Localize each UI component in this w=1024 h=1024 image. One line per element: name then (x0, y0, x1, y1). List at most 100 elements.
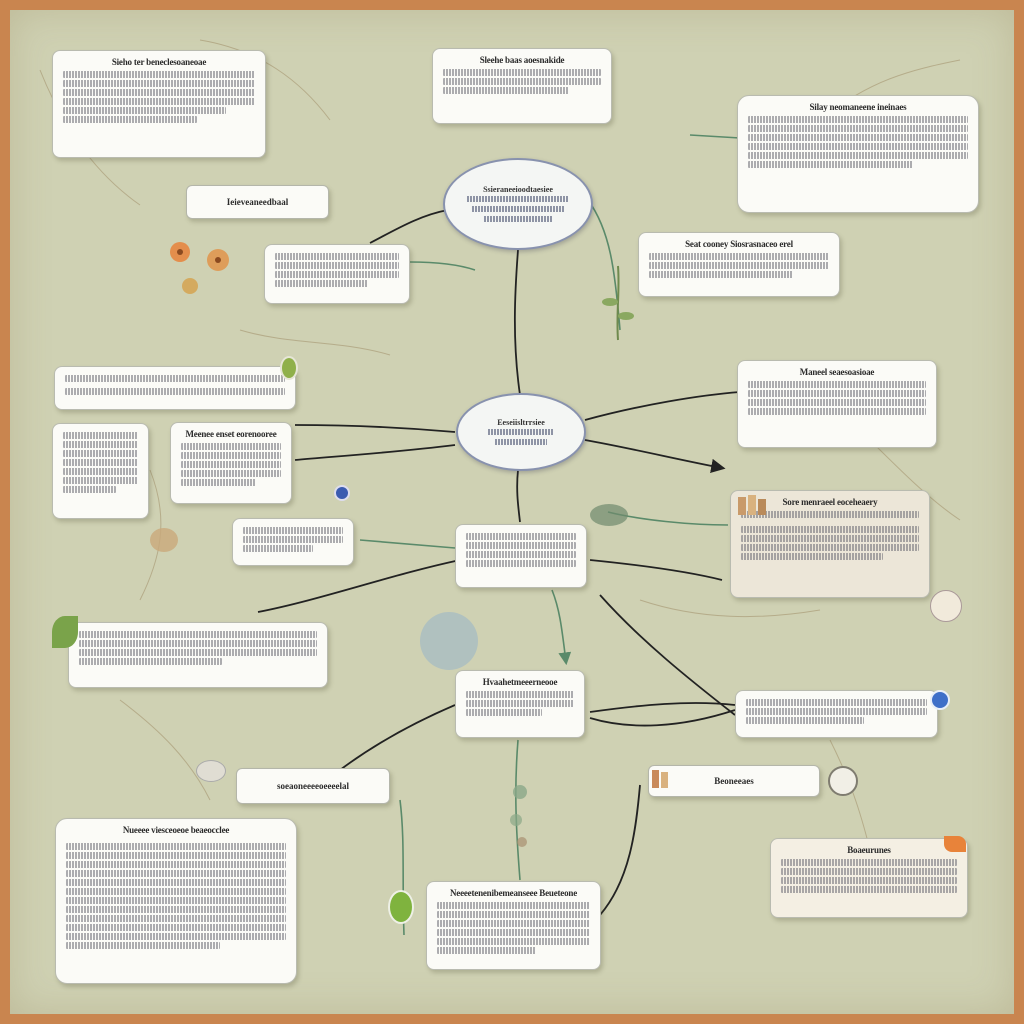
text-line (748, 408, 926, 415)
card-right-mid[interactable]: Maneel seaesoasioae (737, 360, 937, 448)
sketch-line (119, 699, 211, 801)
card-right-brown[interactable]: Sore menraeel eoceheaery (730, 490, 930, 598)
plant-icon (602, 265, 634, 341)
card-top-right[interactable]: Silay neomaneene ineinaes (737, 95, 979, 213)
card-left-small-a[interactable] (52, 423, 149, 519)
card-center[interactable] (455, 524, 587, 588)
text-line (63, 107, 227, 114)
card-title: Nueeee viesceoeoe beaeocclee (122, 825, 230, 835)
text-line (243, 536, 343, 543)
connector (409, 261, 476, 271)
tag-upper-left[interactable]: Ieieveaneedbaal (186, 185, 329, 219)
text-line (63, 89, 255, 96)
hub-center[interactable]: Eeseiisltrrsiee (456, 393, 586, 471)
text-line (466, 533, 576, 540)
text-line (66, 879, 286, 886)
text-line (63, 98, 255, 105)
card-bottom-left[interactable]: Nueeee viesceoeoe beaeocclee (55, 818, 297, 984)
flowers-icon (170, 242, 229, 294)
text-line (181, 452, 281, 459)
connector (599, 594, 736, 716)
text-line (63, 432, 138, 439)
text-line (748, 390, 926, 397)
connector (339, 704, 456, 771)
text-line (443, 78, 601, 85)
connector (599, 784, 641, 916)
connector (359, 539, 456, 549)
text-line (443, 69, 601, 76)
sketch-line (639, 599, 821, 618)
text-line (66, 843, 286, 850)
text-line (748, 161, 913, 168)
connector (513, 249, 521, 396)
text-line (66, 861, 286, 868)
text-line (79, 649, 317, 656)
seed-icon (930, 590, 962, 622)
text-line (649, 262, 829, 269)
card-title: Meenee enset eorenooree (185, 429, 277, 439)
connector (589, 709, 736, 727)
text-line (437, 938, 590, 945)
text-line (63, 486, 116, 493)
card-right-upper[interactable]: Seat cooney Siosrasnaceo erel (638, 232, 840, 297)
text-line (65, 375, 285, 382)
text-line (748, 116, 968, 123)
card-bottom-right[interactable]: Boaeurunes (770, 838, 968, 918)
text-line (63, 116, 198, 123)
card-bottom-center[interactable]: Neeeetenenibemeanseee Beueteone (426, 881, 601, 970)
card-left-bar[interactable] (54, 366, 296, 410)
card-left-small-b[interactable]: Meenee enset eorenooree (170, 422, 292, 504)
text-line (466, 560, 576, 567)
connector (589, 559, 723, 581)
books-icon (738, 495, 766, 515)
text-line (79, 631, 317, 638)
card-top-left[interactable]: Sieho ter beneclesoaneoae (52, 50, 266, 158)
text-line (746, 699, 927, 706)
text-line (66, 933, 286, 940)
text-line (495, 438, 547, 445)
sketch-line (869, 439, 961, 521)
hub-top[interactable]: Ssieraneeioodtaesiee (443, 158, 593, 250)
text-line (275, 262, 399, 269)
text-line (741, 526, 919, 533)
text-line (66, 942, 220, 949)
card-title: Sleehe baas aoesnakide (479, 55, 565, 65)
text-line (181, 443, 281, 450)
card-top-center[interactable]: Sleehe baas aoesnakide (432, 48, 612, 124)
text-line (66, 852, 286, 859)
text-line (748, 125, 968, 132)
text-line (63, 477, 138, 484)
card-left-small-c[interactable] (232, 518, 354, 566)
text-line (748, 399, 926, 406)
tag-lower-right[interactable]: Beoneeaes (648, 765, 820, 797)
text-line (66, 870, 286, 877)
card-left-mid[interactable] (264, 244, 410, 304)
connector (516, 469, 521, 523)
card-title: Maneel seaesoasioae (799, 367, 875, 377)
text-line (746, 717, 864, 724)
text-line (63, 441, 138, 448)
text-line (66, 915, 286, 922)
card-title: Hvaahetmeeerneooe (482, 677, 558, 687)
leaf-icon (52, 616, 78, 648)
tag-lower-left[interactable]: soeaoneeeeoeeeelal (236, 768, 390, 804)
card-left-wide[interactable] (68, 622, 328, 688)
text-line (466, 551, 576, 558)
card-center-lower[interactable]: Hvaahetmeeerneooe (455, 670, 585, 738)
text-line (437, 902, 590, 909)
card-right-pill[interactable] (735, 690, 938, 738)
text-line (741, 553, 884, 560)
text-line (741, 511, 919, 518)
text-line (466, 700, 574, 707)
text-line (63, 459, 138, 466)
connector (294, 424, 456, 433)
text-line (66, 888, 286, 895)
sketch-line (829, 739, 871, 851)
connector (515, 739, 521, 881)
blue-node-icon (334, 485, 350, 501)
card-title: Boaeurunes (847, 845, 891, 855)
leaf-badge-icon (280, 356, 298, 380)
text-line (181, 461, 281, 468)
text-line (275, 253, 399, 260)
card-title: Sieho ter beneclesoaneoae (111, 57, 207, 67)
